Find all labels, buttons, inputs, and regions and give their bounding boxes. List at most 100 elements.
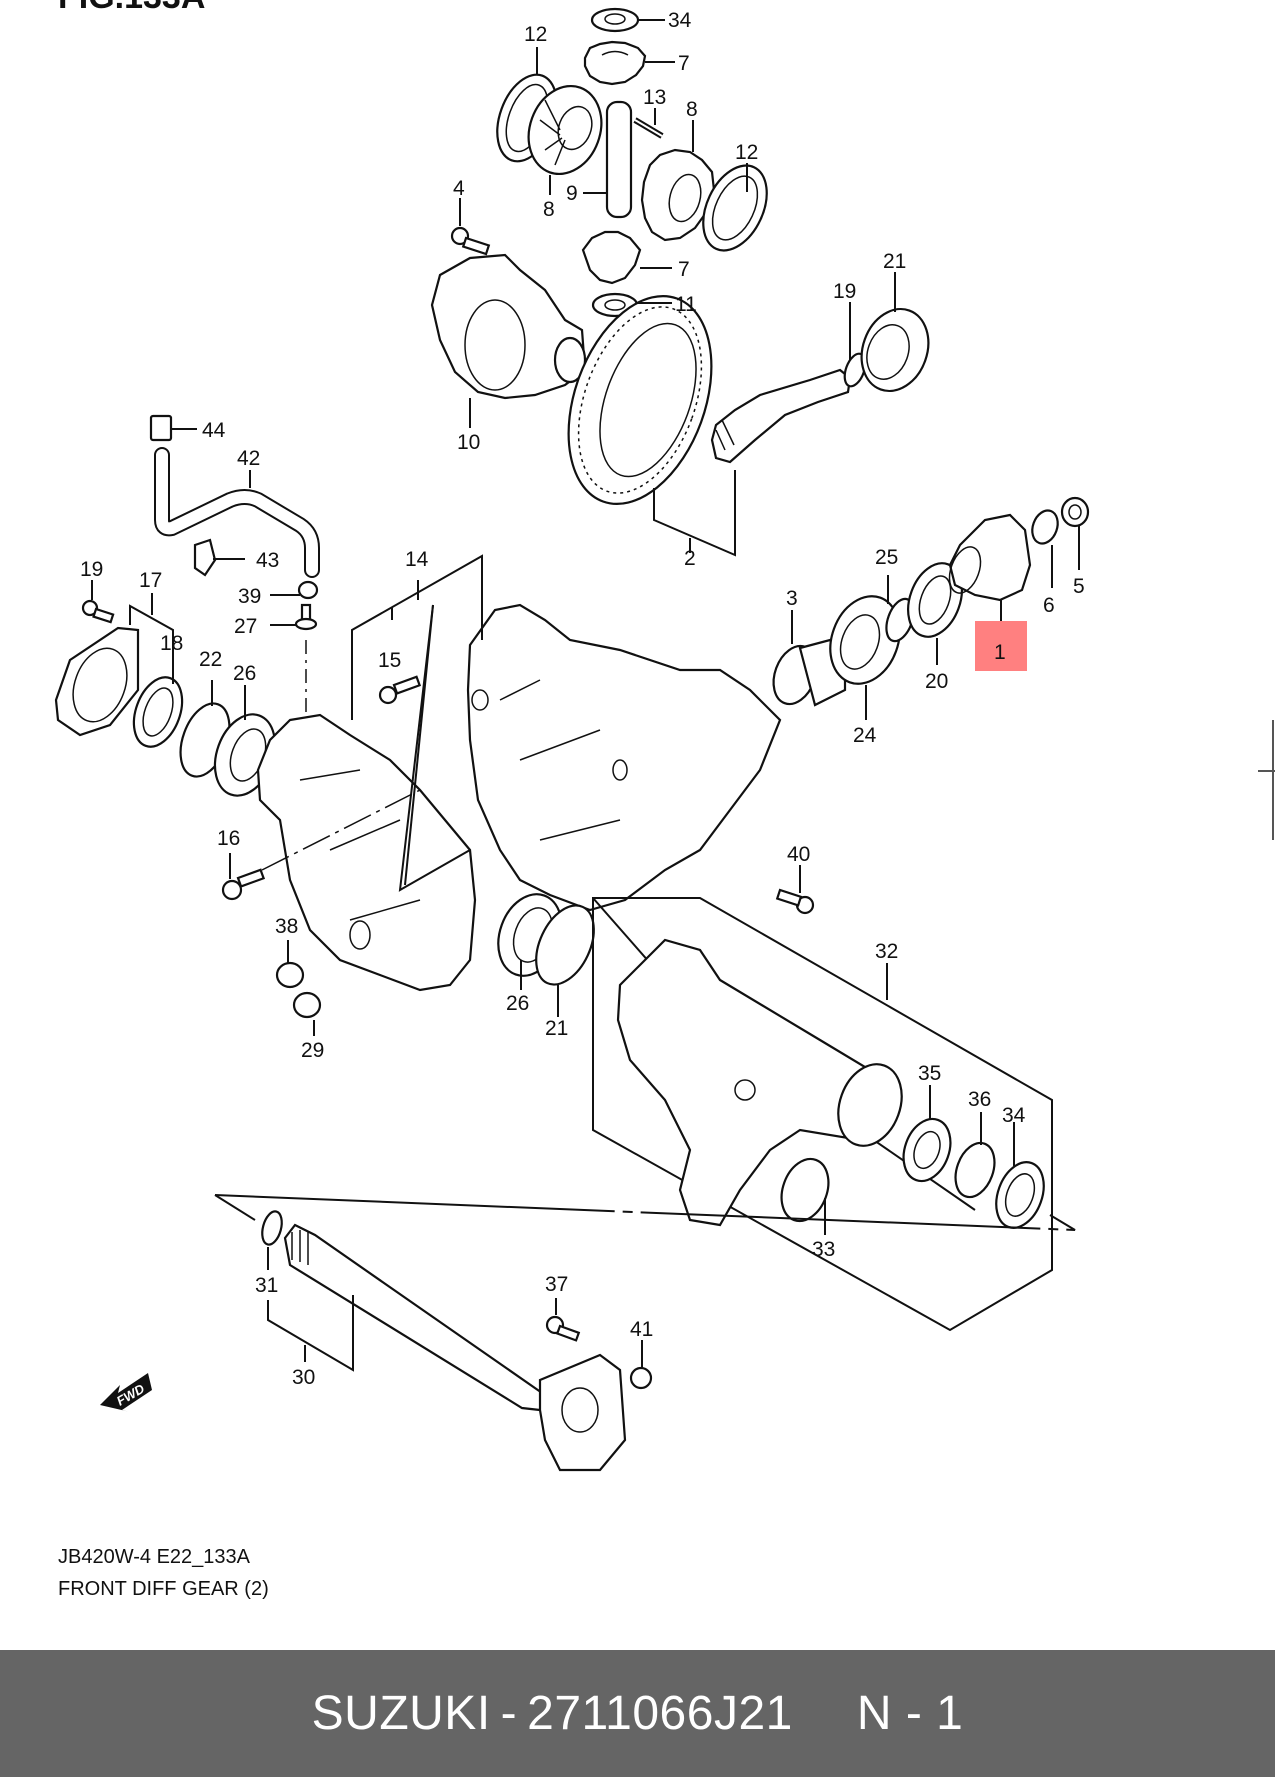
callout-label[interactable]: 15 bbox=[378, 649, 401, 672]
part-44-cap bbox=[149, 414, 173, 442]
footer-brand: SUZUKI bbox=[311, 1687, 491, 1740]
part-9-pinion-shaft bbox=[605, 100, 633, 219]
callout-label[interactable]: 42 bbox=[237, 447, 260, 470]
part-5-nut bbox=[1060, 496, 1090, 528]
part-11-washer-top bbox=[590, 7, 640, 33]
callout-label[interactable]: 8 bbox=[543, 198, 555, 221]
part-25-bearing bbox=[860, 307, 930, 393]
part-14-housing-left bbox=[256, 713, 477, 992]
callout-label[interactable]: 7 bbox=[678, 52, 690, 75]
callout-label[interactable]: 22 bbox=[199, 648, 222, 671]
part-32-extension-housing bbox=[616, 938, 903, 1227]
callout-label[interactable]: 6 bbox=[1043, 594, 1055, 617]
part-30-axle-shaft bbox=[283, 1223, 627, 1472]
part-13-pin bbox=[633, 117, 664, 139]
part-41-nut bbox=[629, 1366, 653, 1390]
part-35-bearing bbox=[902, 1117, 952, 1183]
callout-label[interactable]: 39 bbox=[238, 585, 261, 608]
part-7-pinion-bottom bbox=[581, 230, 642, 285]
callout-label[interactable]: 33 bbox=[812, 1238, 835, 1261]
callout-label[interactable]: 18 bbox=[160, 632, 183, 655]
part-15-bolt bbox=[378, 675, 422, 705]
figure-name: FRONT DIFF GEAR (2) bbox=[58, 1578, 269, 1600]
part-8-side-gear-left bbox=[527, 84, 603, 176]
callout-label[interactable]: 16 bbox=[217, 827, 240, 850]
callout-label[interactable]: 30 bbox=[292, 1366, 315, 1389]
part-20-oil-seal bbox=[907, 562, 963, 638]
part-36-snap-ring bbox=[954, 1141, 996, 1199]
edge-bar bbox=[1272, 720, 1274, 840]
callout-label[interactable]: 9 bbox=[566, 182, 578, 205]
footer-separator: - bbox=[500, 1687, 518, 1740]
callout-label[interactable]: 35 bbox=[918, 1062, 941, 1085]
part-6-washer bbox=[1031, 509, 1059, 545]
callout-label[interactable]: 19 bbox=[80, 558, 103, 581]
callout-label[interactable]: 3 bbox=[786, 587, 798, 610]
callout-label[interactable]: 4 bbox=[453, 177, 465, 200]
callout-label[interactable]: 32 bbox=[875, 940, 898, 963]
callout-label[interactable]: 20 bbox=[925, 670, 948, 693]
part-18-oil-seal bbox=[132, 676, 184, 748]
part-2-ring-gear bbox=[567, 295, 713, 505]
part-24-bearing bbox=[829, 595, 901, 685]
callout-label[interactable]: 44 bbox=[202, 419, 226, 442]
callout-label[interactable]: 12 bbox=[735, 141, 758, 164]
part-10-diff-case bbox=[430, 253, 587, 400]
edge-tick bbox=[1258, 770, 1275, 772]
part-28-plug bbox=[292, 991, 322, 1019]
callout-label[interactable]: 40 bbox=[787, 843, 810, 866]
callout-label[interactable]: 26 bbox=[506, 992, 529, 1015]
callout-label[interactable]: 21 bbox=[883, 250, 906, 273]
callout-label[interactable]: 27 bbox=[234, 615, 257, 638]
callout-label[interactable]: 34 bbox=[1002, 1104, 1026, 1127]
callout-label[interactable]: 21 bbox=[545, 1017, 568, 1040]
fwd-arrow-icon: FWD bbox=[100, 1373, 152, 1412]
callout-label[interactable]: 13 bbox=[643, 86, 666, 109]
callout-label[interactable]: 43 bbox=[256, 549, 279, 572]
callout-label[interactable]: 12 bbox=[524, 23, 547, 46]
callout-label[interactable]: 31 bbox=[255, 1274, 278, 1297]
callout-label[interactable]: 8 bbox=[686, 98, 698, 121]
part-27-union bbox=[294, 603, 318, 631]
footer-qty: N - 1 bbox=[856, 1687, 964, 1740]
part-16-bolt bbox=[221, 868, 266, 901]
part-17-retainer bbox=[54, 626, 140, 737]
callout-label[interactable]: 36 bbox=[968, 1088, 991, 1111]
callout-label[interactable]: 25 bbox=[875, 546, 898, 569]
exploded-parts-diagram: FWD bbox=[54, 7, 1090, 1472]
figure-title: FIG.133A bbox=[58, 0, 205, 17]
callout-label[interactable]: 11 bbox=[675, 293, 697, 316]
footer-bar: SUZUKI - 2711066J21 N - 1 bbox=[0, 1650, 1275, 1777]
callout-label[interactable]: 7 bbox=[678, 258, 690, 281]
callout-label[interactable]: 17 bbox=[139, 569, 162, 592]
part-43-clip bbox=[193, 538, 217, 577]
callout-label[interactable]: 29 bbox=[301, 1039, 324, 1062]
part-39-clamp bbox=[297, 580, 319, 600]
callout-label-highlighted[interactable]: 1 bbox=[994, 641, 1006, 664]
callout-label[interactable]: 38 bbox=[275, 915, 298, 938]
callout-label[interactable]: 10 bbox=[457, 431, 480, 454]
part-1-companion-flange bbox=[948, 513, 1032, 602]
part-14-housing-right bbox=[466, 603, 782, 912]
callout-labels: 34 7 12 13 8 8 9 12 4 7 11 10 19 21 2 44… bbox=[80, 9, 1085, 1389]
part-40-bolt bbox=[775, 888, 815, 915]
part-42-breather-hose bbox=[154, 447, 320, 578]
callout-label[interactable]: 19 bbox=[833, 280, 856, 303]
part-19-bolt bbox=[81, 599, 115, 624]
callout-label[interactable]: 14 bbox=[405, 548, 429, 571]
part-34-oil-seal bbox=[995, 1161, 1045, 1229]
part-2-drive-pinion bbox=[710, 368, 852, 464]
callout-label[interactable]: 34 bbox=[668, 9, 692, 32]
part-7-pinion-top bbox=[583, 40, 647, 86]
callout-label[interactable]: 41 bbox=[630, 1318, 653, 1341]
callout-label[interactable]: 2 bbox=[684, 547, 696, 570]
part-31-circlip bbox=[261, 1210, 283, 1246]
part-38-plug bbox=[275, 961, 305, 989]
group-32-outline bbox=[592, 897, 1053, 1332]
callout-label[interactable]: 24 bbox=[853, 724, 877, 747]
callout-label[interactable]: 37 bbox=[545, 1273, 568, 1296]
part-4-bolt bbox=[450, 226, 491, 256]
callout-label[interactable]: 26 bbox=[233, 662, 256, 685]
callout-label[interactable]: 5 bbox=[1073, 575, 1085, 598]
part-21-circlip bbox=[535, 904, 595, 986]
